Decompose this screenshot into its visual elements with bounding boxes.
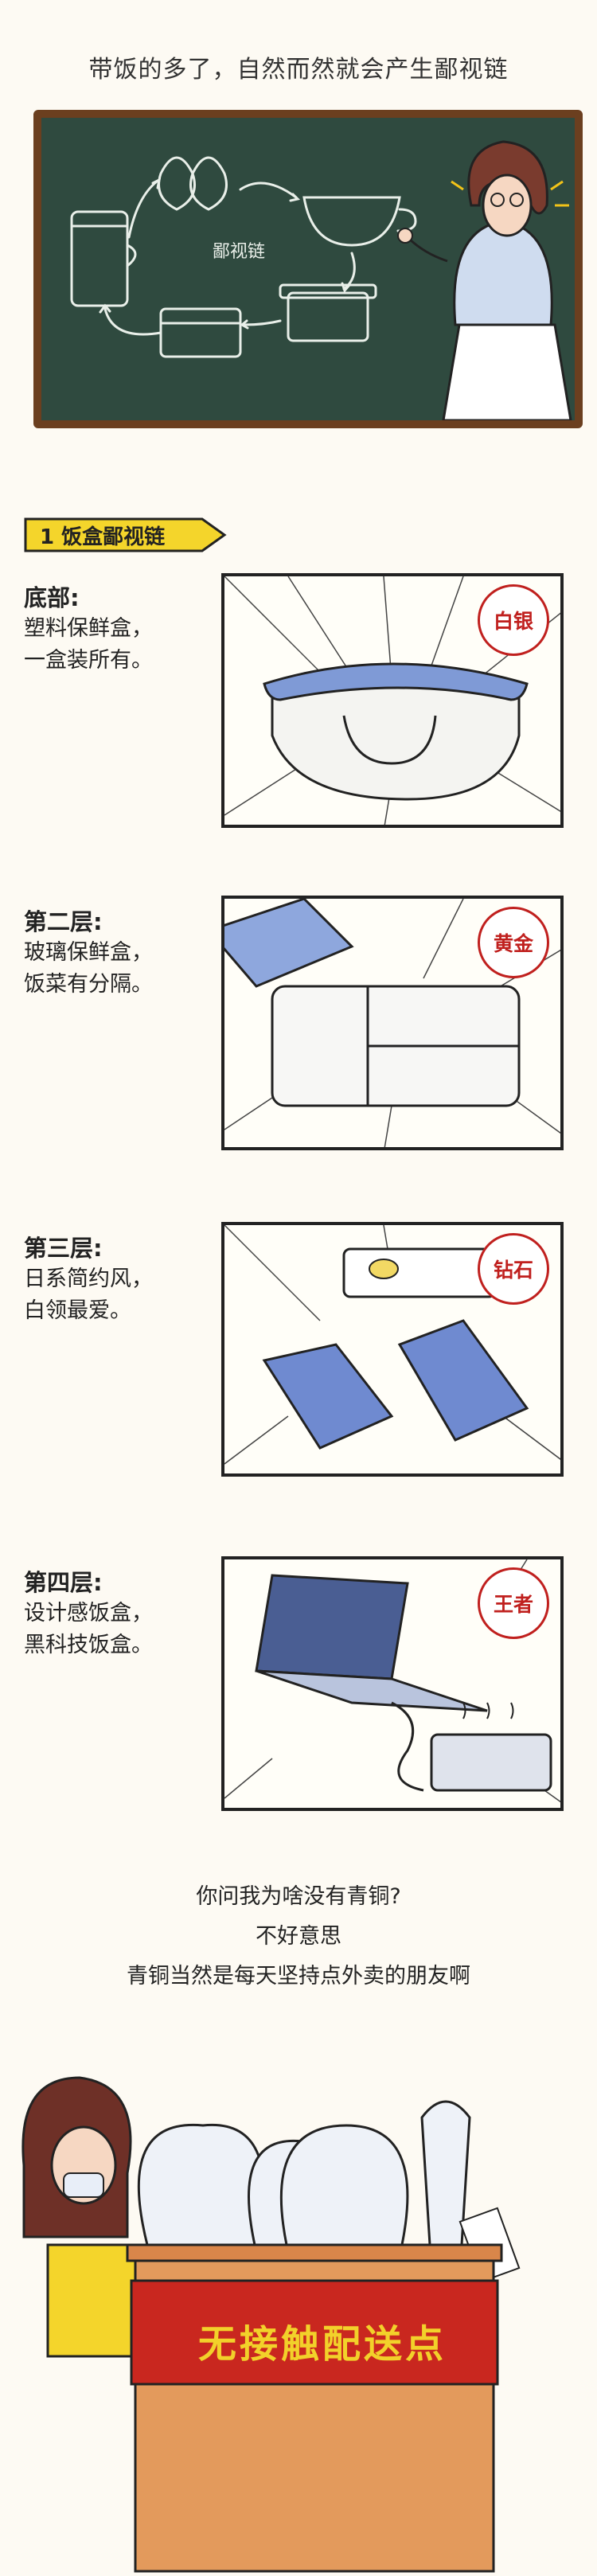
delivery-illustration xyxy=(0,2006,597,2576)
level-desc-2: 一盒装所有。 xyxy=(24,648,153,673)
caption-line-2: 不好意思 xyxy=(256,1924,341,1949)
delivery-sign-label: 无接触配送点 xyxy=(197,2322,447,2367)
board-label: 鄙视链 xyxy=(213,242,265,262)
level-desc-1: 塑料保鲜盒， xyxy=(24,616,153,641)
badge-gold: 黄金 xyxy=(478,907,549,978)
cup-icon xyxy=(420,2100,471,2246)
glass-lid xyxy=(224,899,354,988)
bento-icon xyxy=(159,307,242,358)
teacher-figure xyxy=(397,140,572,420)
level-title: 底部: xyxy=(24,584,80,611)
level-title: 第四层: xyxy=(24,1569,103,1596)
level-title: 第三层: xyxy=(24,1235,103,1262)
laptop-screen xyxy=(255,1574,409,1680)
level-desc-2: 白领最爱。 xyxy=(24,1298,131,1323)
caption-line-3: 青铜当然是每天坚持点外卖的朋友啊 xyxy=(127,1964,470,1989)
panel-tech-lunchbox: 王者 xyxy=(221,1556,564,1811)
bag-icon xyxy=(158,156,196,211)
section-tag: 1 饭盒鄙视链 xyxy=(24,516,228,554)
level-desc-2: 黑科技饭盒。 xyxy=(24,1633,153,1657)
level-title: 第二层: xyxy=(24,908,103,935)
box-icon xyxy=(287,291,369,342)
level-desc-1: 日系简约风， xyxy=(24,1267,153,1291)
page-title: 带饭的多了，自然而然就会产生鄙视链 xyxy=(88,56,509,84)
bag-icon xyxy=(137,2123,266,2246)
delivery-sign xyxy=(130,2279,499,2386)
chalkboard-illustration: 鄙视链 xyxy=(33,110,583,428)
level-desc-1: 玻璃保鲜盒， xyxy=(24,940,153,965)
caption-line-1: 你问我为啥没有青铜? xyxy=(196,1884,401,1909)
panel-japanese-bento: 钻石 xyxy=(221,1222,564,1477)
badge-silver: 白银 xyxy=(478,584,549,656)
electric-lunchbox xyxy=(430,1733,552,1792)
masked-woman xyxy=(21,2076,153,2358)
badge-king: 王者 xyxy=(478,1567,549,1639)
blue-lid xyxy=(263,662,529,701)
bento-left xyxy=(262,1343,394,1450)
panel-plastic-box: 白银 xyxy=(221,573,564,828)
badge-diamond: 钻石 xyxy=(478,1233,549,1305)
jar-icon xyxy=(70,210,129,307)
panel-glass-box: 黄金 xyxy=(221,896,564,1150)
laptop-keyboard xyxy=(256,1669,488,1712)
bento-right xyxy=(397,1319,529,1442)
level-desc-1: 设计感饭盒， xyxy=(24,1601,153,1626)
level-desc-2: 饭菜有分隔。 xyxy=(24,972,153,997)
section-title: 1 饭盒鄙视链 xyxy=(40,525,166,549)
bowl-icon xyxy=(302,196,401,247)
